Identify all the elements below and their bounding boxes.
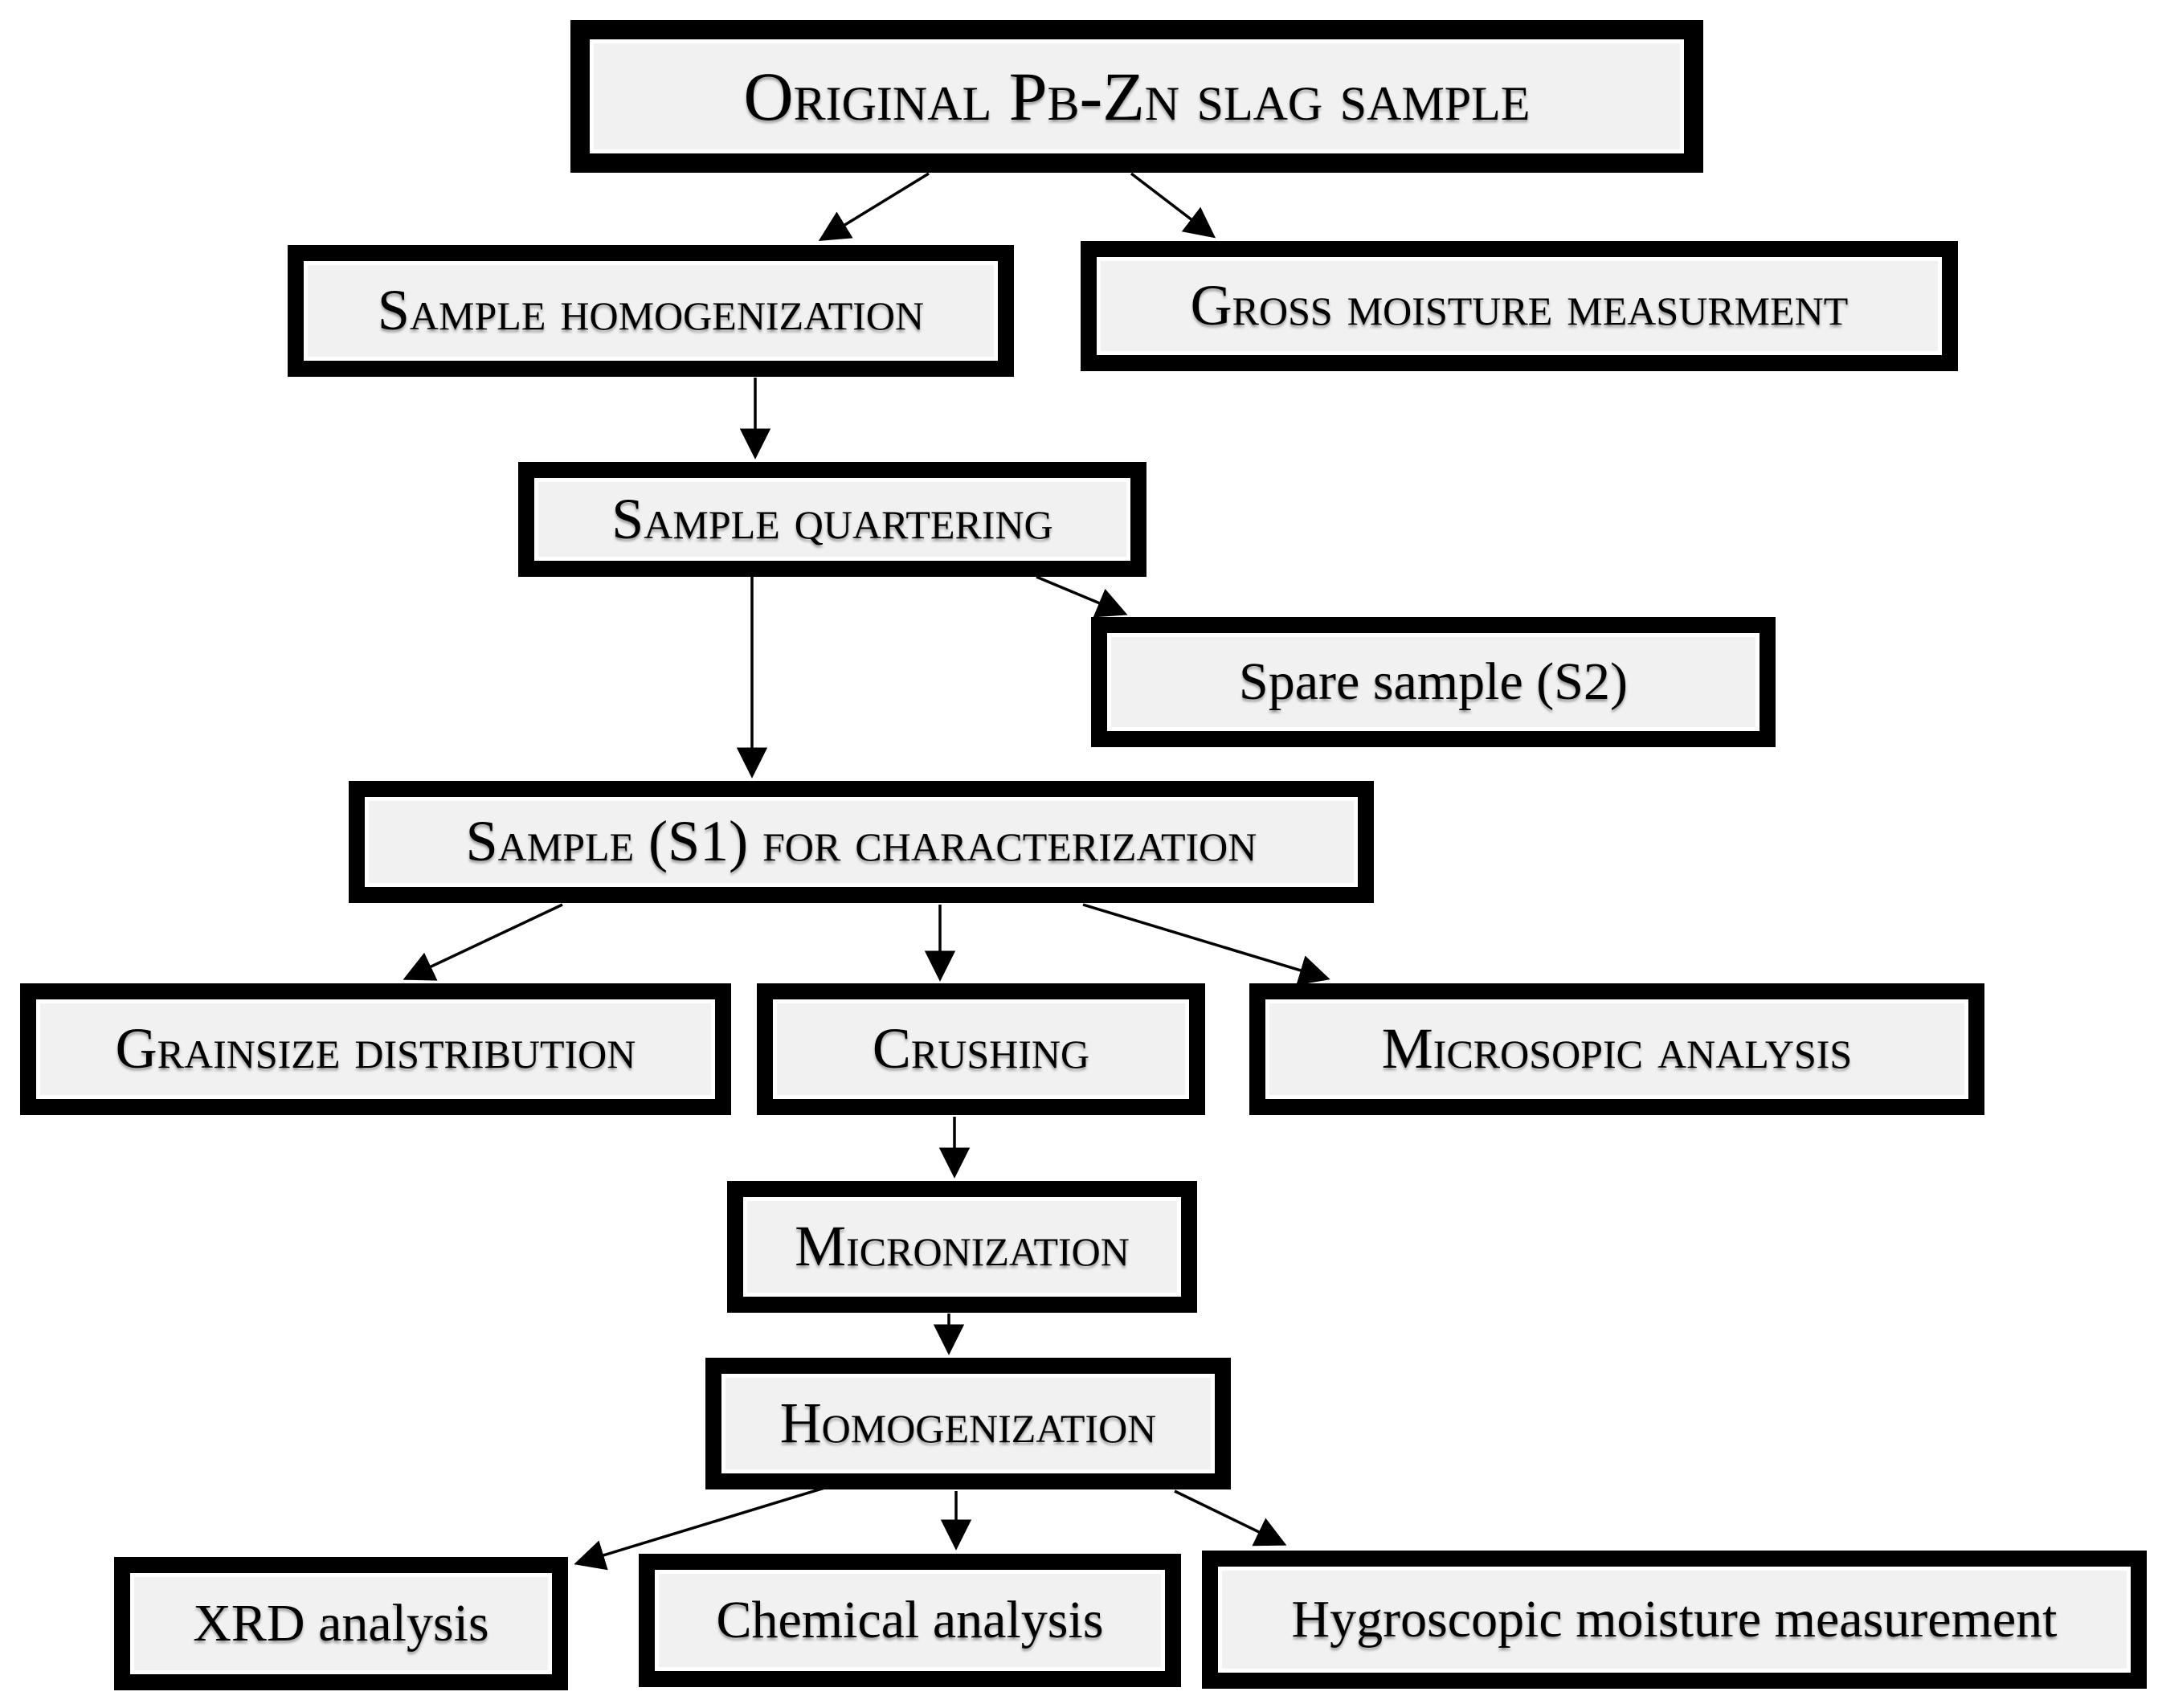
node-label: Sample quartering	[611, 486, 1053, 551]
node-label: Homogenization	[779, 1391, 1157, 1456]
node-spare-sample-s2: Spare sample (S2)	[1091, 617, 1776, 747]
node-sample-s1-for-characterization: Sample (S1) for characterization	[349, 781, 1374, 903]
node-sample-quartering: Sample quartering	[518, 462, 1146, 577]
edge-original-to-gross-moisture	[1130, 172, 1216, 239]
node-gross-moisture-measurement: Gross moisture measurment	[1081, 241, 1958, 371]
edge-homogenization-to-hygroscopic	[1174, 1489, 1287, 1547]
node-label: Micronization	[795, 1214, 1130, 1279]
node-crushing: Crushing	[757, 983, 1205, 1115]
node-microscopic-analysis: Microsopic analysis	[1249, 983, 1984, 1115]
node-hygroscopic-moisture-measurement: Hygroscopic moisture measurement	[1202, 1551, 2147, 1689]
node-original-pb-zn-slag-sample: Original Pb-Zn slag sample	[570, 20, 1703, 173]
node-chemical-analysis: Chemical analysis	[639, 1554, 1181, 1687]
edge-quartering-to-spare-sample	[1036, 575, 1128, 618]
node-label: Gross moisture measurment	[1190, 273, 1849, 338]
edge-original-to-sample-homogenization	[818, 172, 930, 242]
node-label: Grainsize distribution	[115, 1016, 636, 1081]
node-label: Hygroscopic moisture measurement	[1291, 1590, 2058, 1649]
node-micronization: Micronization	[727, 1181, 1197, 1313]
node-label: Original Pb-Zn slag sample	[743, 57, 1531, 135]
node-label: Crushing	[872, 1016, 1090, 1081]
edge-homogenization-to-xrd	[574, 1481, 841, 1571]
node-label: XRD analysis	[193, 1594, 489, 1653]
node-sample-homogenization: Sample homogenization	[288, 245, 1014, 377]
node-homogenization: Homogenization	[705, 1358, 1231, 1489]
node-grainsize-distribution: Grainsize distribution	[20, 983, 731, 1115]
edge-s1-to-grainsize	[403, 903, 563, 981]
node-label: Spare sample (S2)	[1239, 652, 1628, 712]
node-label: Chemical analysis	[716, 1591, 1104, 1650]
node-label: Microsopic analysis	[1381, 1016, 1853, 1081]
node-label: Sample homogenization	[377, 278, 925, 343]
edge-s1-to-microsopic	[1082, 903, 1330, 986]
node-xrd-analysis: XRD analysis	[114, 1557, 568, 1690]
node-label: Sample (S1) for characterization	[465, 809, 1257, 874]
